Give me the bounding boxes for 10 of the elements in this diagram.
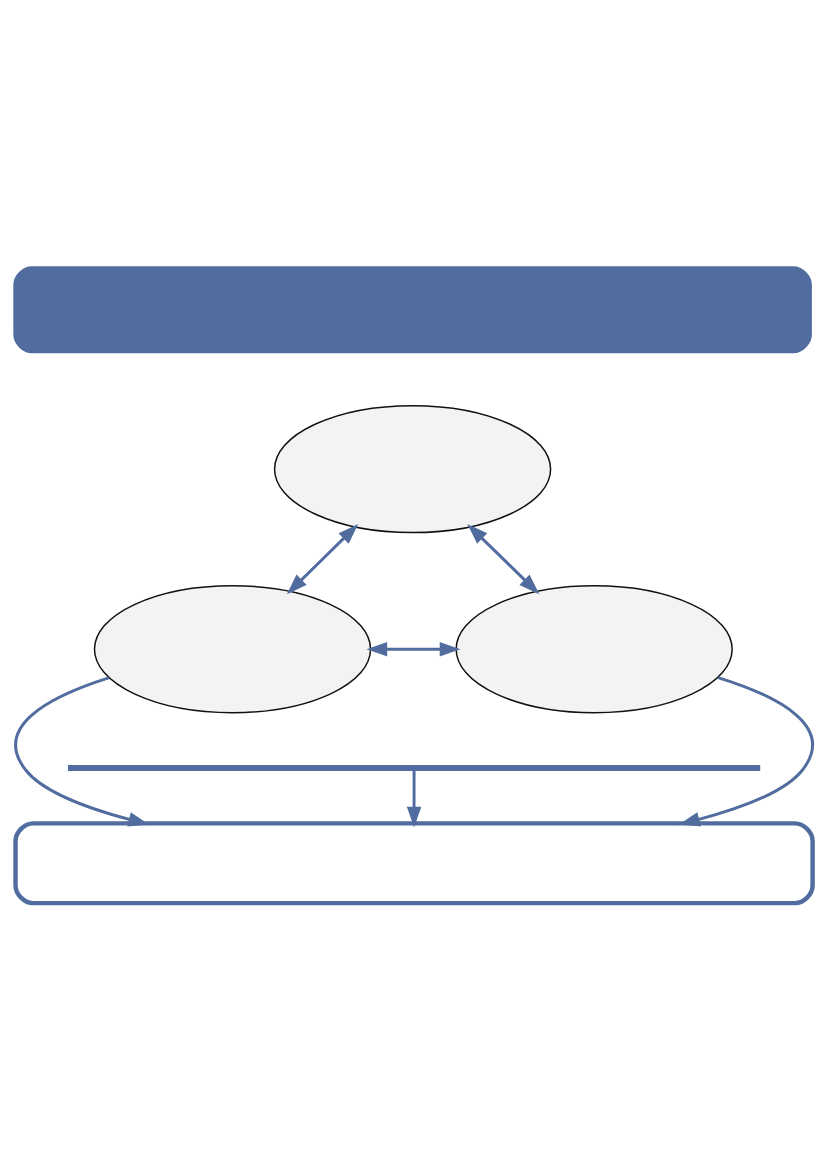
node-ellipse [273,404,552,533]
arrow [406,770,422,827]
arrow [286,523,359,594]
node-box [13,820,815,905]
node-box [13,265,812,353]
node-bar [67,764,761,771]
arrow [467,523,540,594]
node-ellipse [93,584,372,713]
node-ellipse [455,584,733,713]
arrow [366,641,461,656]
